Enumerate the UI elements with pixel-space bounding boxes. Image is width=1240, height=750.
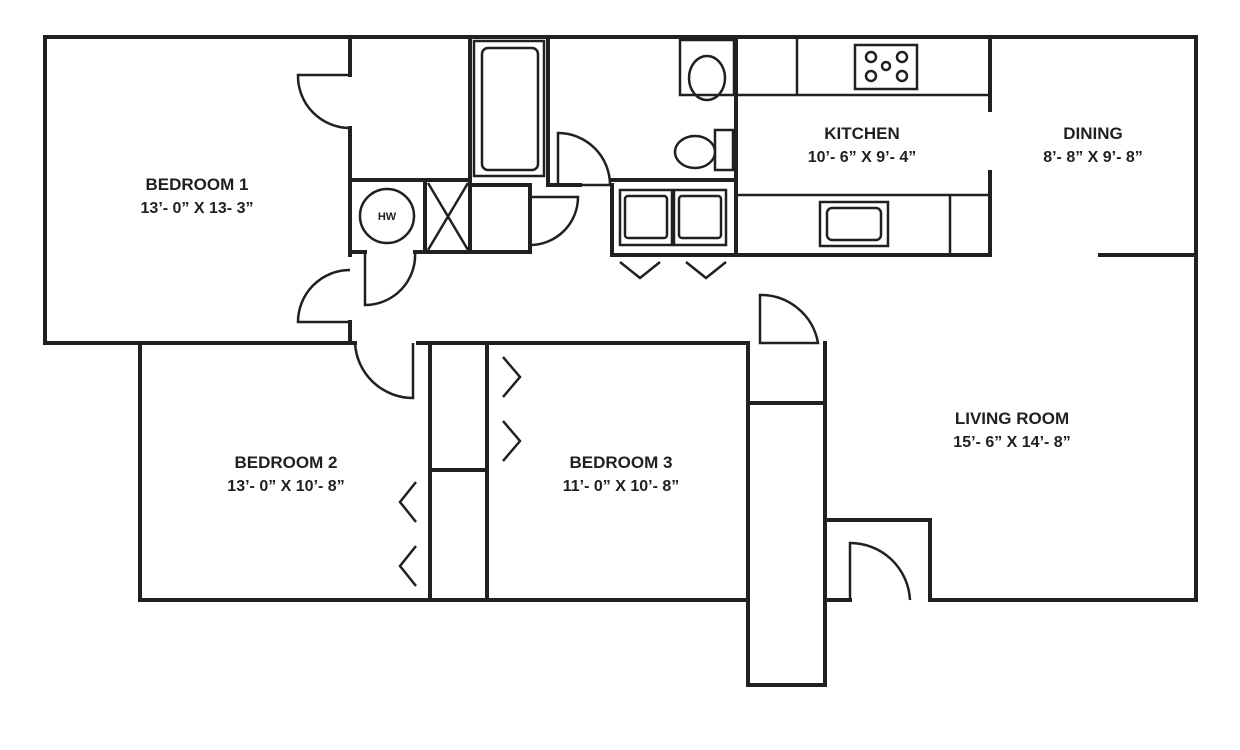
stove-icon xyxy=(853,43,919,91)
room-name: DINING xyxy=(1063,124,1123,143)
kitchen-sink-icon xyxy=(818,200,890,248)
room-name: KITCHEN xyxy=(824,124,900,143)
room-bedroom-3: BEDROOM 3 11’- 0” X 10’- 8” xyxy=(563,453,680,495)
room-dimensions: 8’- 8” X 9’- 8” xyxy=(1043,149,1143,166)
room-bedroom-2: BEDROOM 2 13’- 0” X 10’- 8” xyxy=(227,453,344,495)
linen-closet-icon xyxy=(426,182,470,251)
room-dimensions: 13’- 0” X 10’- 8” xyxy=(227,478,344,495)
toilet-icon xyxy=(673,128,735,172)
bathtub-icon xyxy=(472,39,546,178)
water-heater-icon: HW xyxy=(358,187,416,245)
room-living-room: LIVING ROOM 15’- 6” X 14’- 8” xyxy=(953,409,1070,451)
room-dimensions: 11’- 0” X 10’- 8” xyxy=(563,478,680,495)
room-bedroom-1: BEDROOM 1 13’- 0” X 13- 3” xyxy=(141,175,254,217)
outer-walls xyxy=(43,35,1198,687)
room-kitchen: KITCHEN 10’- 6” X 9’- 4” xyxy=(808,124,917,166)
doors xyxy=(296,73,912,601)
water-heater-label: HW xyxy=(378,211,397,223)
room-dimensions: 15’- 6” X 14’- 8” xyxy=(953,434,1070,451)
washer-dryer-icon xyxy=(618,188,728,247)
bathroom-sink-icon xyxy=(678,38,736,102)
room-name: BEDROOM 1 xyxy=(146,175,249,194)
room-dining: DINING 8’- 8” X 9’- 8” xyxy=(1043,124,1143,166)
interior-walls xyxy=(43,35,1198,602)
room-dimensions: 10’- 6” X 9’- 4” xyxy=(808,149,917,166)
room-dimensions: 13’- 0” X 13- 3” xyxy=(141,200,254,217)
room-name: BEDROOM 3 xyxy=(570,453,673,472)
kitchen-counters xyxy=(736,37,990,255)
room-name: LIVING ROOM xyxy=(955,409,1069,428)
room-name: BEDROOM 2 xyxy=(235,453,338,472)
